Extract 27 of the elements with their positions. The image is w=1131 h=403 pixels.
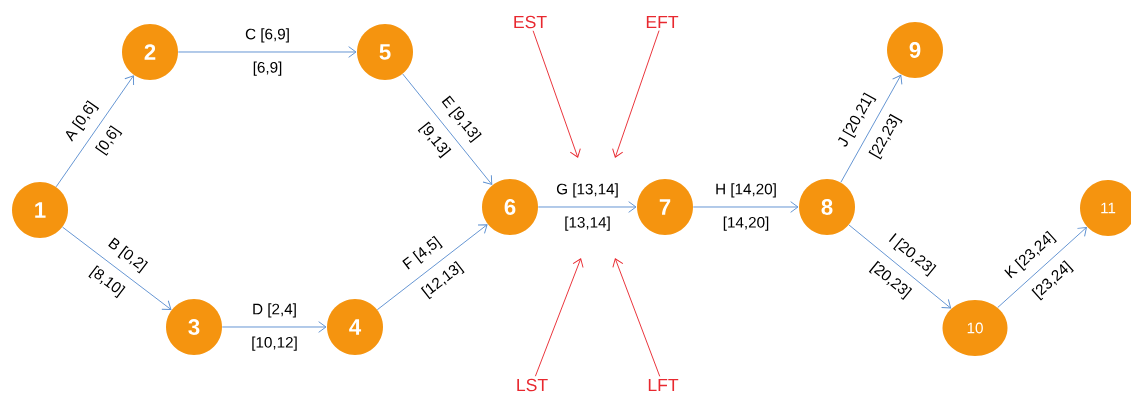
annotation-text: LFT bbox=[648, 378, 679, 392]
arrow bbox=[376, 224, 488, 311]
leader-arrow bbox=[612, 30, 660, 158]
edge-label: H [14,20] bbox=[713, 182, 779, 199]
arrow bbox=[55, 75, 135, 188]
annotation-text: EFT bbox=[646, 15, 679, 29]
arrow bbox=[177, 46, 357, 58]
leader-arrow bbox=[532, 30, 581, 158]
annotation-text: EST bbox=[514, 15, 547, 29]
arrow bbox=[221, 321, 327, 333]
arrow bbox=[997, 226, 1087, 309]
leader-arrow bbox=[534, 258, 584, 377]
arrow bbox=[840, 74, 903, 183]
edge-label: G [13,14] bbox=[555, 182, 620, 199]
arrow bbox=[848, 224, 952, 309]
time-window-label: [10,12] bbox=[250, 335, 299, 352]
time-window-label: [6,9] bbox=[251, 60, 284, 77]
arrow bbox=[537, 201, 637, 213]
time-window-label: [13,14] bbox=[563, 215, 612, 232]
leader-arrow bbox=[612, 258, 661, 377]
annotation-text: LST bbox=[517, 378, 548, 392]
edge-label: C [6,9] bbox=[243, 27, 292, 44]
arrow bbox=[692, 201, 799, 213]
arrow bbox=[62, 226, 172, 310]
arrow bbox=[402, 73, 493, 185]
time-window-label: [14,20] bbox=[721, 215, 771, 232]
edge-label: D [2,4] bbox=[250, 302, 299, 319]
